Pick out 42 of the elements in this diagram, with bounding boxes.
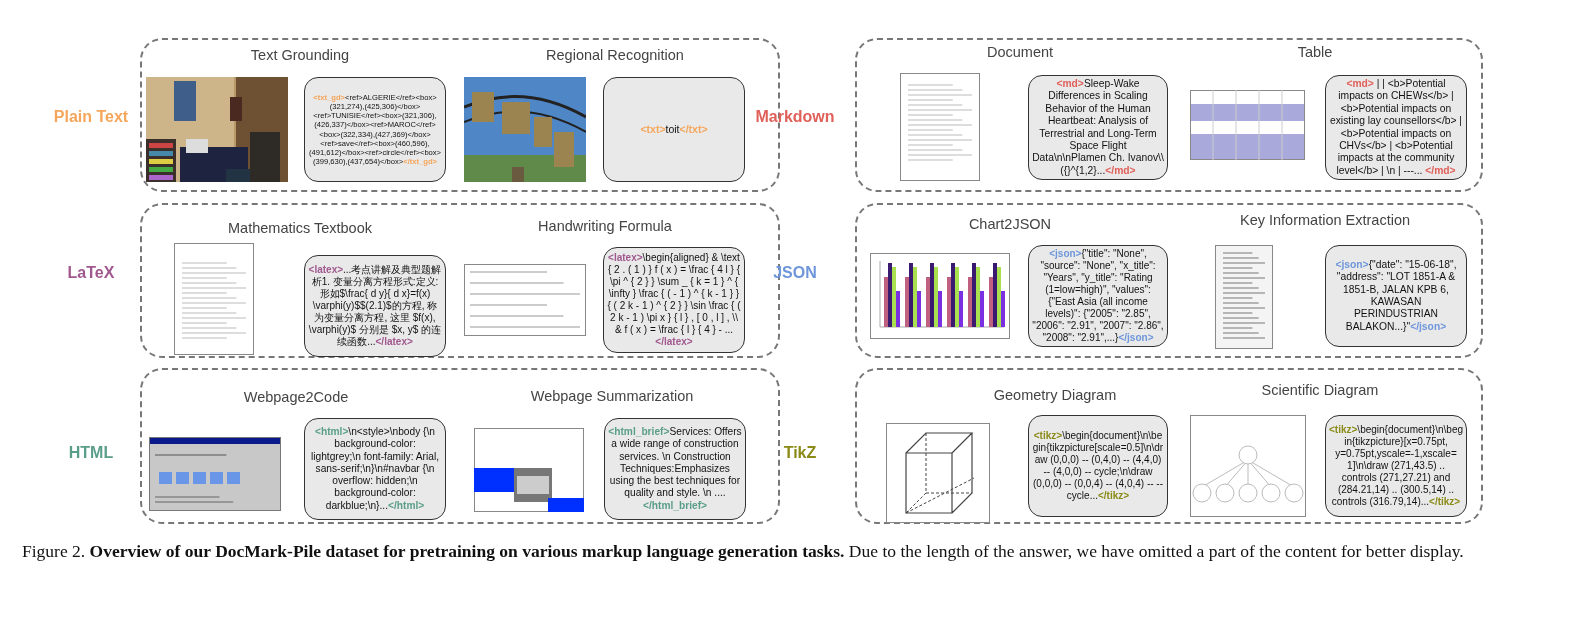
speech-bubble: <latex>\begin{aligned} & \text { 2 . ( 1 ) } f ( x ) = \frac { 4 l } { \pi ^ { 2 } } \sum _ { k = 1 } ^ { \infty } \frac { ( - 1 ) ^ { k - 1 } } { ( 2 k - 1 ) ^ { 2 } } \sin \frac { ( 2 k - 1 ) \pi x } { l } , [ 0 , l ] , \\ & f ( x ) = \frac { l } { 4 } - ...</latex> — [603, 247, 745, 353]
handwritten-formula-thumbnail — [464, 264, 586, 336]
task-title: Text Grounding — [250, 47, 350, 63]
task-title: Mathematics Textbook — [228, 220, 372, 236]
speech-bubble: <json>{"date": "15-06-18", "address": "LOT 1851-A & 1851-B, JALAN KPB 6, KAWASAN PERINDUSTRIAN BALAKON...}"</json> — [1325, 245, 1467, 347]
speech-bubble: <md>Sleep-Wake Differences in Scaling Behavior of the Human Heartbeat: Analysis of Terrestrial and Long-Term Space Flight Data\n\nPlamen Ch. Ivanov\\({}^{1,2}...</md> — [1028, 75, 1168, 180]
task-title: Document — [986, 44, 1054, 60]
task-title: Geometry Diagram — [993, 387, 1117, 403]
task-title: Regional Recognition — [546, 47, 684, 63]
category-label: JSON — [772, 263, 818, 283]
speech-bubble: <json>{"title": "None", "source": "None", "x_title": "Years", "y_title": "Rating (1=low=high)", "values": {"East Asia (all income levels)": {"2005": "2.85", "2006": "2.91", "2007": "2.86", "2008": "2.91",...}</json> — [1028, 245, 1168, 347]
speech-bubble: <md> | | <b>Potential impacts on CHEWs</b> | <b>Potential impacts on existing lay counsellors</b> | <b>Potential impacts on CHVs</b> | <b>Potential impacts at the community level</b> | \n | ---... </md> — [1325, 75, 1467, 180]
task-title: Scientific Diagram — [1261, 382, 1379, 398]
category-label: HTML — [67, 443, 115, 463]
figure-caption: Figure 2. Overview of our DocMark-Pile dataset for pretraining on various markup language generation tasks. Due to the length of the answer, we have omitted a part of the content for better display. — [22, 540, 1465, 563]
speech-bubble: <html_brief>Services: Offers a wide range of construction services. \n Construction Techniques:Emphasizes using the best techniques for quality and style. \n ....</html_brief> — [604, 418, 746, 520]
webpage-screenshot — [149, 437, 281, 511]
webpage-screenshot — [474, 428, 584, 512]
speech-bubble: <latex>...考点讲解及典型题解析1. 变量分离方程形式:定义: 形如$\frac{ d y}{ d x}=f(x) \varphi(y)$$(2.1)$的方程, 称为变量分离方程, 这里 $f(x), \varphi(y)$ 分别是 $x, y$ 的连续函数...</latex> — [304, 255, 446, 357]
category-label: TikZ — [782, 443, 818, 463]
speech-bubble: <txt>toit</txt> — [603, 77, 745, 182]
task-title: Key Information Extraction — [1239, 212, 1411, 228]
sign-photo — [464, 77, 586, 182]
category-label: LaTeX — [66, 263, 116, 283]
textbook-page-thumbnail — [174, 243, 254, 355]
category-label: Markdown — [754, 107, 836, 127]
document-page-thumbnail — [900, 73, 980, 181]
category-label: Plain Text — [52, 107, 130, 127]
receipt-thumbnail — [1215, 245, 1273, 349]
speech-bubble: <tikz>\begin{document}\n\begin{tikzpicture[scale=0.5]\n\draw (0,0,0) -- (0,4,0) -- (4,4,0) -- (4,0,0) -- cycle;\n\draw (0,0,0) -- (0,0,4) -- (4,0,4) -- -- cycle...</tikz> — [1028, 415, 1168, 517]
cube-diagram-thumbnail — [886, 423, 990, 523]
tree-diagram-thumbnail — [1190, 415, 1306, 517]
task-title: Handwriting Formula — [538, 218, 672, 234]
speech-bubble: <html>\n<style>\nbody {\n background-color: lightgrey;\n font-family: Arial, sans-serif;\n}\n#navbar {\n overflow: hidden;\n background-color: darkblue;\n}...</html> — [304, 418, 446, 520]
task-title: Webpage2Code — [243, 389, 349, 405]
bedroom-photo — [146, 77, 288, 182]
bar-chart-thumbnail — [870, 253, 1010, 339]
task-title: Chart2JSON — [968, 216, 1052, 232]
task-title: Table — [1297, 44, 1333, 60]
task-title: Webpage Summarization — [530, 388, 694, 404]
table-thumbnail — [1190, 90, 1305, 160]
speech-bubble: <tikz>\begin{document}\n\begin{tikzpicture}[x=0.75pt, y=0.75pt,yscale=-1,xscale= 1]\n\draw (271,43.5) .. controls (271,27.21) and (284.21,14) .. (300.5,14) .. controls (316.79,14)...</tikz> — [1325, 415, 1467, 517]
